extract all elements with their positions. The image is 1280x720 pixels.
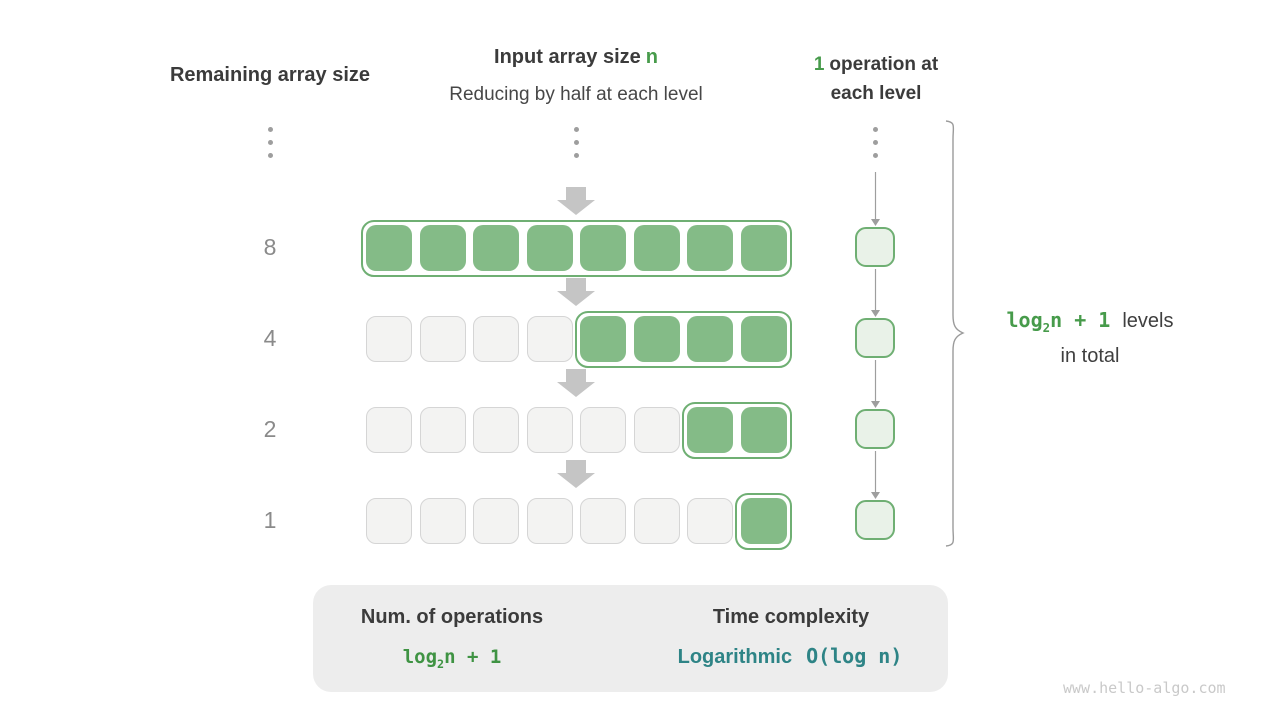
- input-size-variable: n: [645, 46, 658, 68]
- array-cell-active: [366, 225, 412, 271]
- levels-suffix: levels: [1122, 310, 1174, 332]
- dot: [267, 127, 273, 132]
- dot: [872, 140, 878, 145]
- operation-box: [855, 500, 895, 540]
- summary-panel: [313, 585, 948, 692]
- column-subtitle-halving: Reducing by half at each level: [449, 84, 703, 105]
- dot: [872, 127, 878, 132]
- down-arrow-icon: [557, 460, 595, 488]
- operation-box: [855, 227, 895, 267]
- array-cell-discarded: [580, 407, 626, 453]
- complexity-name: Logarithmic: [677, 646, 793, 668]
- array-cell-active: [687, 225, 733, 271]
- operations-summary-title: Num. of operations: [360, 606, 544, 628]
- array-cell-discarded: [687, 498, 733, 544]
- operations-count: 1: [813, 54, 825, 75]
- row-size-label: 8: [263, 234, 277, 260]
- array-cell-discarded: [473, 316, 519, 362]
- array-cell-discarded: [633, 498, 680, 544]
- array-cell-active: [740, 225, 787, 271]
- array-cell-active: [633, 225, 680, 271]
- down-arrow-icon: [557, 369, 595, 397]
- arrowhead-icon: [871, 492, 880, 499]
- levels-formula: log2n + 1: [1006, 308, 1111, 335]
- array-cell-discarded: [473, 498, 519, 544]
- levels-annotation: log2n + 1 levels in total: [975, 306, 1205, 371]
- array-cell-discarded: [419, 407, 466, 453]
- array-cell-discarded: [526, 316, 573, 362]
- array-cell-discarded: [419, 498, 466, 544]
- array-cell-active: [740, 498, 787, 544]
- array-row: [361, 492, 792, 550]
- watermark: www.hello-algo.com: [1063, 679, 1226, 697]
- row-size-label: 4: [263, 325, 277, 351]
- array-cell-discarded: [366, 407, 412, 453]
- array-cell-active: [526, 225, 573, 271]
- array-cell-active: [687, 407, 733, 453]
- vertical-ellipsis-icon: [267, 127, 273, 158]
- arrowhead-icon: [871, 310, 880, 317]
- vertical-ellipsis-icon: [573, 127, 579, 158]
- array-cell-active: [633, 316, 680, 362]
- array-cell-active: [740, 316, 787, 362]
- levels-line2: in total: [1060, 345, 1120, 367]
- array-cell-discarded: [419, 316, 466, 362]
- array-cell-active: [473, 225, 519, 271]
- operation-box: [855, 318, 895, 358]
- array-row: [360, 219, 792, 277]
- vertical-ellipsis-icon: [872, 127, 878, 158]
- operations-header-line2: each level: [830, 83, 922, 104]
- array-cell-discarded: [526, 498, 573, 544]
- array-row: [361, 310, 792, 368]
- down-arrow-icon: [557, 187, 595, 215]
- dot: [267, 140, 273, 145]
- array-cell-discarded: [366, 498, 412, 544]
- row-size-label: 1: [263, 507, 277, 533]
- arrowhead-icon: [871, 401, 880, 408]
- curly-brace: [945, 120, 965, 547]
- operation-box: [855, 409, 895, 449]
- dot: [573, 127, 579, 132]
- array-cell-active: [687, 316, 733, 362]
- array-cell-active: [740, 407, 787, 453]
- complexity-summary-value: Logarithmic O(log n): [640, 644, 940, 669]
- array-cell-discarded: [473, 407, 519, 453]
- dot: [573, 140, 579, 145]
- complexity-summary-title: Time complexity: [712, 606, 870, 628]
- down-arrow-icon: [557, 278, 595, 306]
- array-cell-discarded: [633, 407, 680, 453]
- complexity-big-o: O(log n): [806, 644, 903, 668]
- array-cell-discarded: [366, 316, 412, 362]
- array-row: [361, 401, 792, 459]
- array-cell-active: [580, 225, 626, 271]
- input-size-title: Input array size: [494, 46, 641, 68]
- array-cell-discarded: [580, 498, 626, 544]
- levels-line1: log2n + 1 levels: [975, 306, 1205, 342]
- operations-summary-formula: log2n + 1: [402, 646, 502, 671]
- array-cell-active: [419, 225, 466, 271]
- operations-text1: operation at: [829, 54, 939, 75]
- arrowhead-icon: [871, 219, 880, 226]
- array-cell-discarded: [526, 407, 573, 453]
- array-cell-active: [580, 316, 626, 362]
- dot: [573, 153, 579, 158]
- dot: [872, 153, 878, 158]
- column-header-remaining-size: Remaining array size: [169, 64, 371, 86]
- dot: [267, 153, 273, 158]
- row-size-label: 2: [263, 416, 277, 442]
